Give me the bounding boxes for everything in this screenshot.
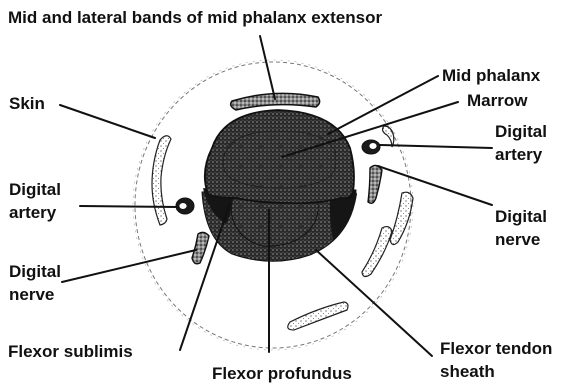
lateral-band-right	[383, 126, 394, 147]
label-digital-artery-left-line2: artery	[9, 201, 61, 224]
leader-digital-nerve-right	[378, 166, 492, 205]
leader-skin	[60, 105, 155, 138]
label-digital-artery-right-line2: artery	[495, 143, 547, 166]
digital-nerve-right-shape	[368, 165, 382, 203]
digital-nerve-left-shape	[192, 232, 209, 263]
fat-lobule-bottom	[288, 302, 348, 330]
label-flexor-profundus: Flexor profundus	[212, 362, 352, 385]
leader-digital-artery-left	[80, 206, 178, 207]
digital-artery-left-lumen	[179, 203, 186, 209]
lateral-band-left	[152, 136, 171, 225]
label-skin: Skin	[9, 92, 45, 115]
label-digital-nerve-left-line1: Digital	[9, 260, 61, 283]
label-digital-nerve-right: Digital nerve	[495, 205, 547, 251]
label-flexor-tendon-sheath-line1: Flexor tendon	[440, 337, 552, 360]
marrow	[223, 131, 336, 188]
leader-digital-artery-right	[380, 145, 492, 148]
label-mid-lateral-bands: Mid and lateral bands of mid phalanx ext…	[8, 6, 382, 29]
leader-mid-lateral-bands	[260, 36, 275, 99]
label-flexor-sublimis: Flexor sublimis	[8, 340, 133, 363]
label-digital-artery-left-line1: Digital	[9, 178, 61, 201]
label-marrow: Marrow	[467, 89, 527, 112]
label-digital-nerve-left: Digital nerve	[9, 260, 61, 306]
fat-lobule-right-upper	[390, 192, 413, 244]
label-mid-phalanx: Mid phalanx	[442, 64, 540, 87]
label-digital-nerve-right-line2: nerve	[495, 228, 547, 251]
leader-digital-nerve-left	[62, 250, 196, 282]
label-digital-artery-right-line1: Digital	[495, 120, 547, 143]
label-digital-nerve-left-line2: nerve	[9, 283, 61, 306]
leader-flexor-sublimis	[180, 203, 230, 350]
fat-lobule-right-lower	[362, 227, 392, 277]
label-flexor-tendon-sheath: Flexor tendon sheath	[440, 337, 552, 383]
label-digital-artery-right: Digital artery	[495, 120, 547, 166]
label-digital-nerve-right-line1: Digital	[495, 205, 547, 228]
label-flexor-tendon-sheath-line2: sheath	[440, 360, 552, 383]
digital-artery-right-lumen	[369, 143, 376, 149]
label-digital-artery-left: Digital artery	[9, 178, 61, 224]
